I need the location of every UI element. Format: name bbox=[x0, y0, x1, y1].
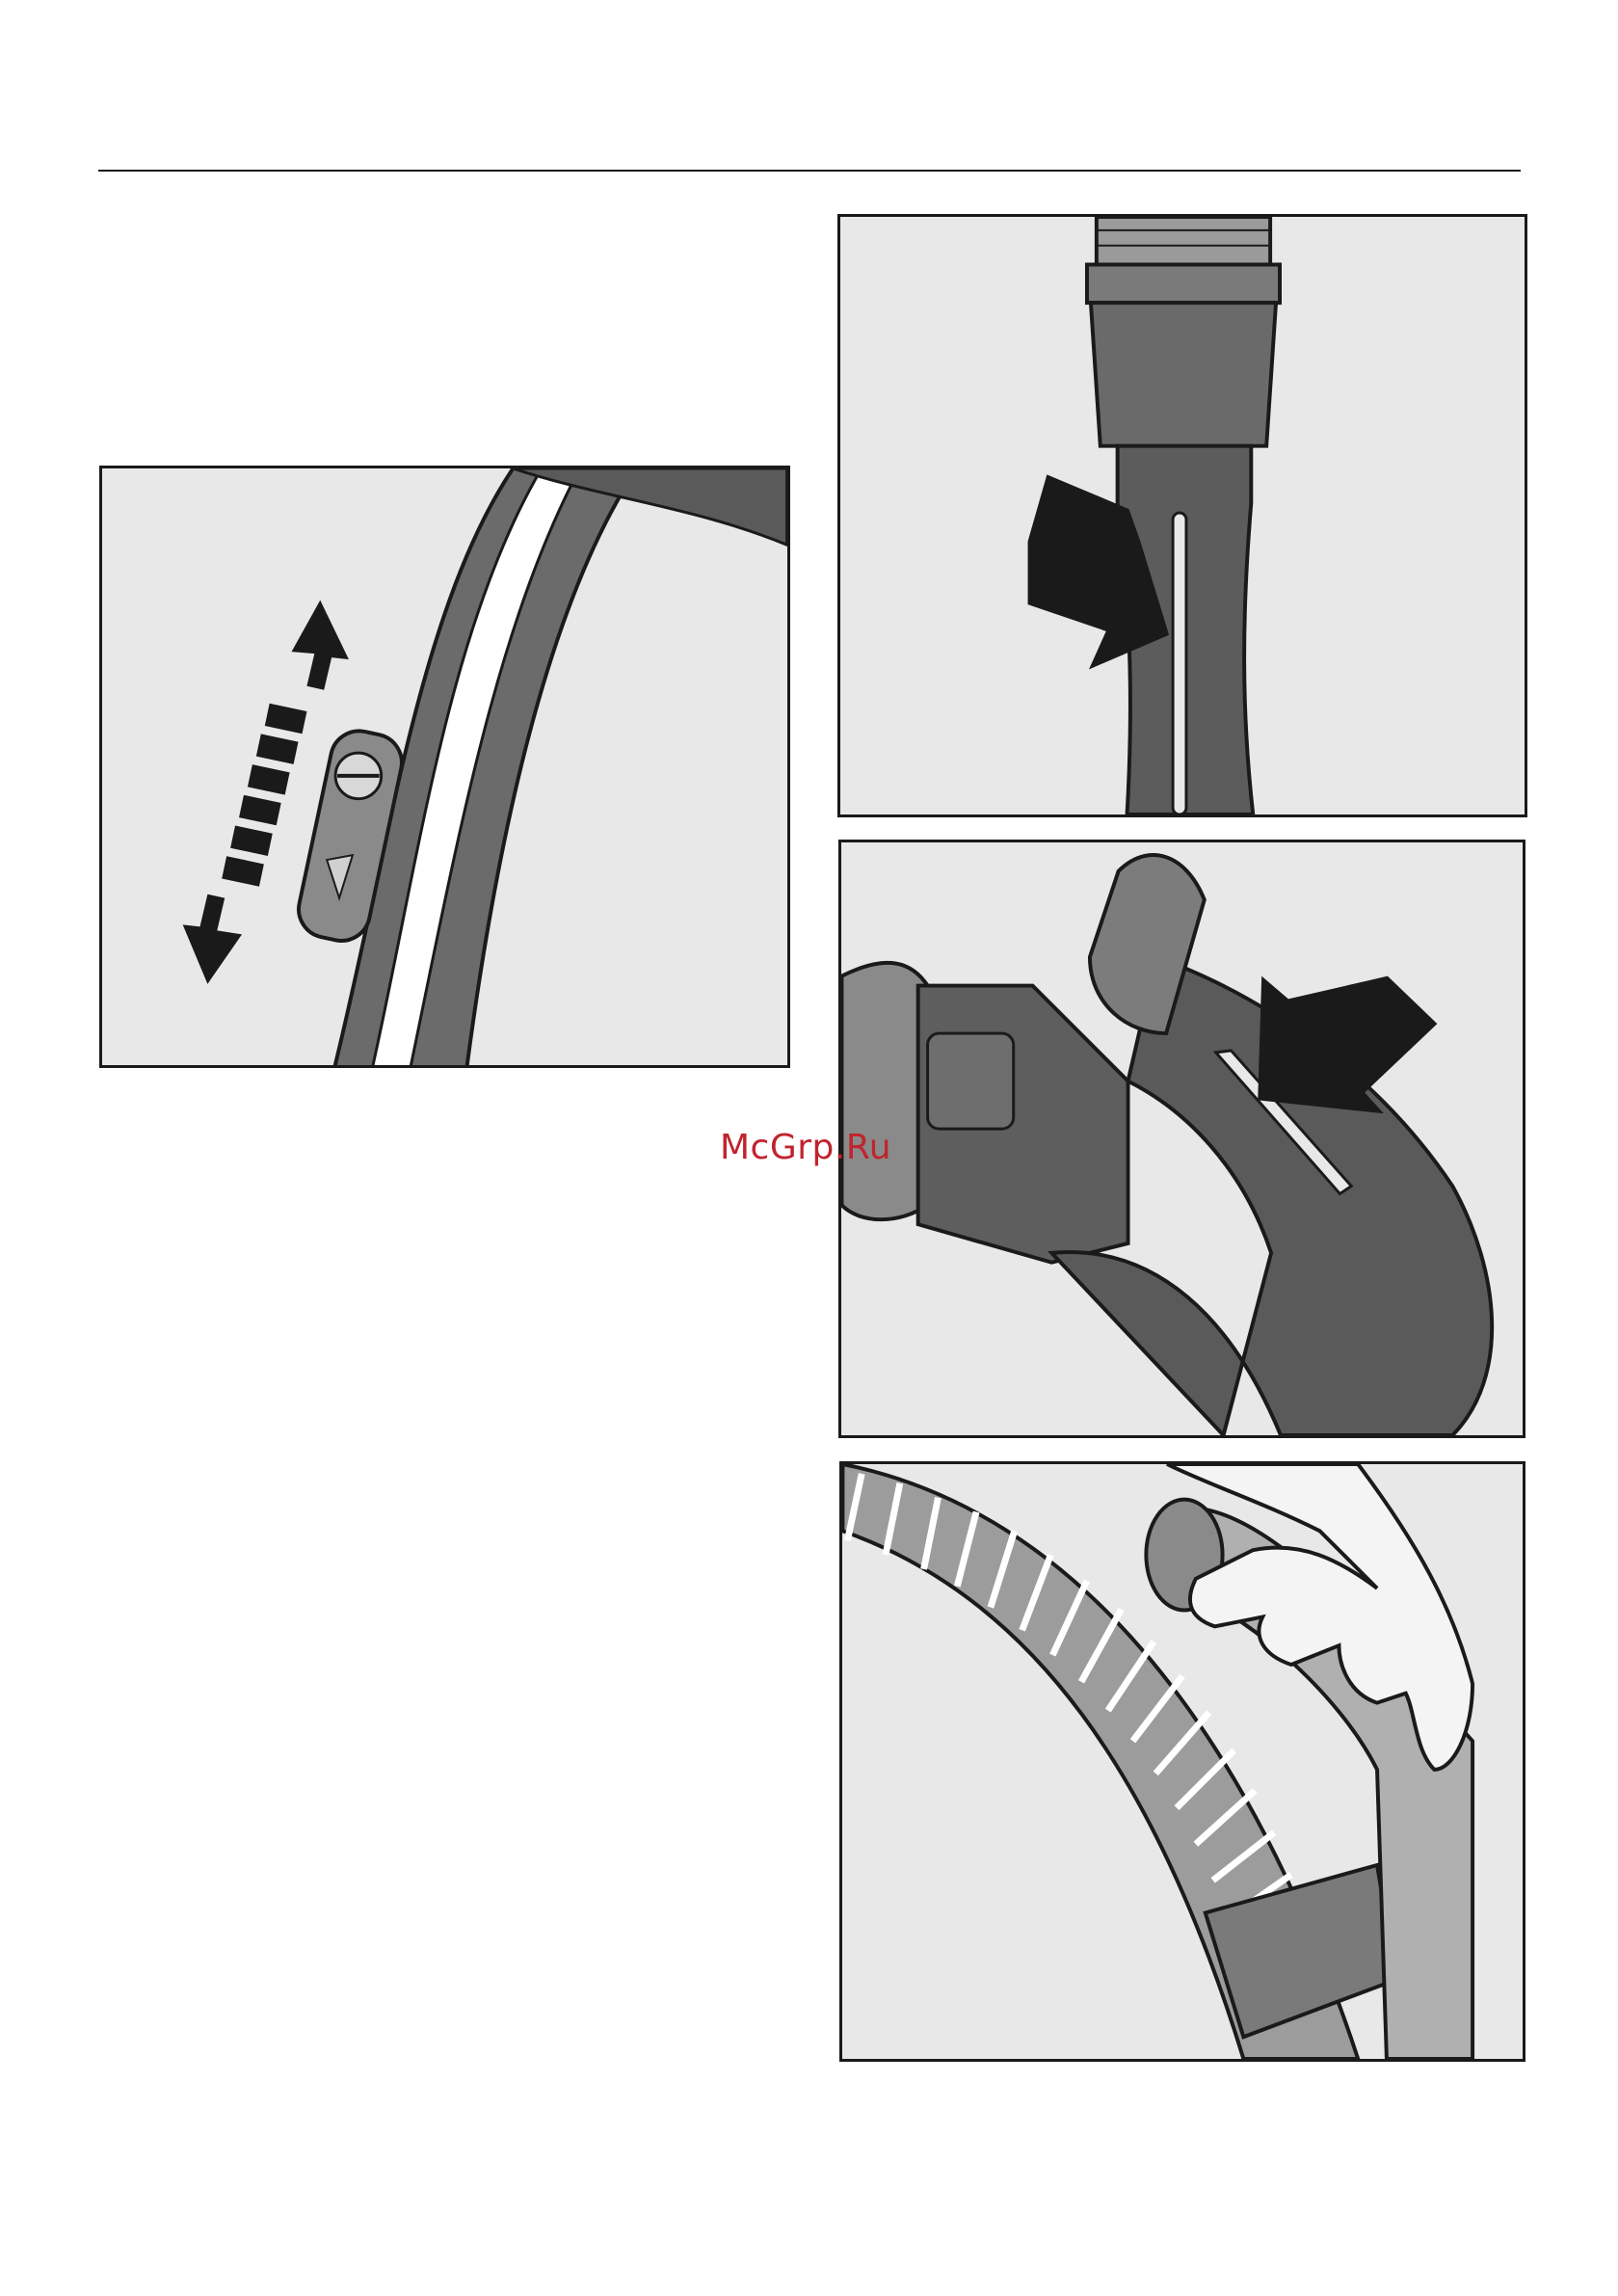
header-rule bbox=[98, 170, 1521, 172]
figure-handle-slider bbox=[99, 466, 790, 1068]
hand-holding-handle-illustration bbox=[842, 1464, 1523, 2059]
figure-handle-slot bbox=[838, 840, 1525, 1438]
watermark-text: McGrp.Ru bbox=[720, 1128, 891, 1167]
handle-slider-illustration bbox=[102, 468, 787, 1065]
handle-slot-illustration bbox=[841, 842, 1523, 1435]
figure-wand-slot bbox=[837, 214, 1527, 817]
pointer-arrow-icon bbox=[1258, 976, 1437, 1114]
figure-hand-holding-handle bbox=[839, 1461, 1525, 2062]
wand-slot-illustration bbox=[840, 217, 1525, 814]
